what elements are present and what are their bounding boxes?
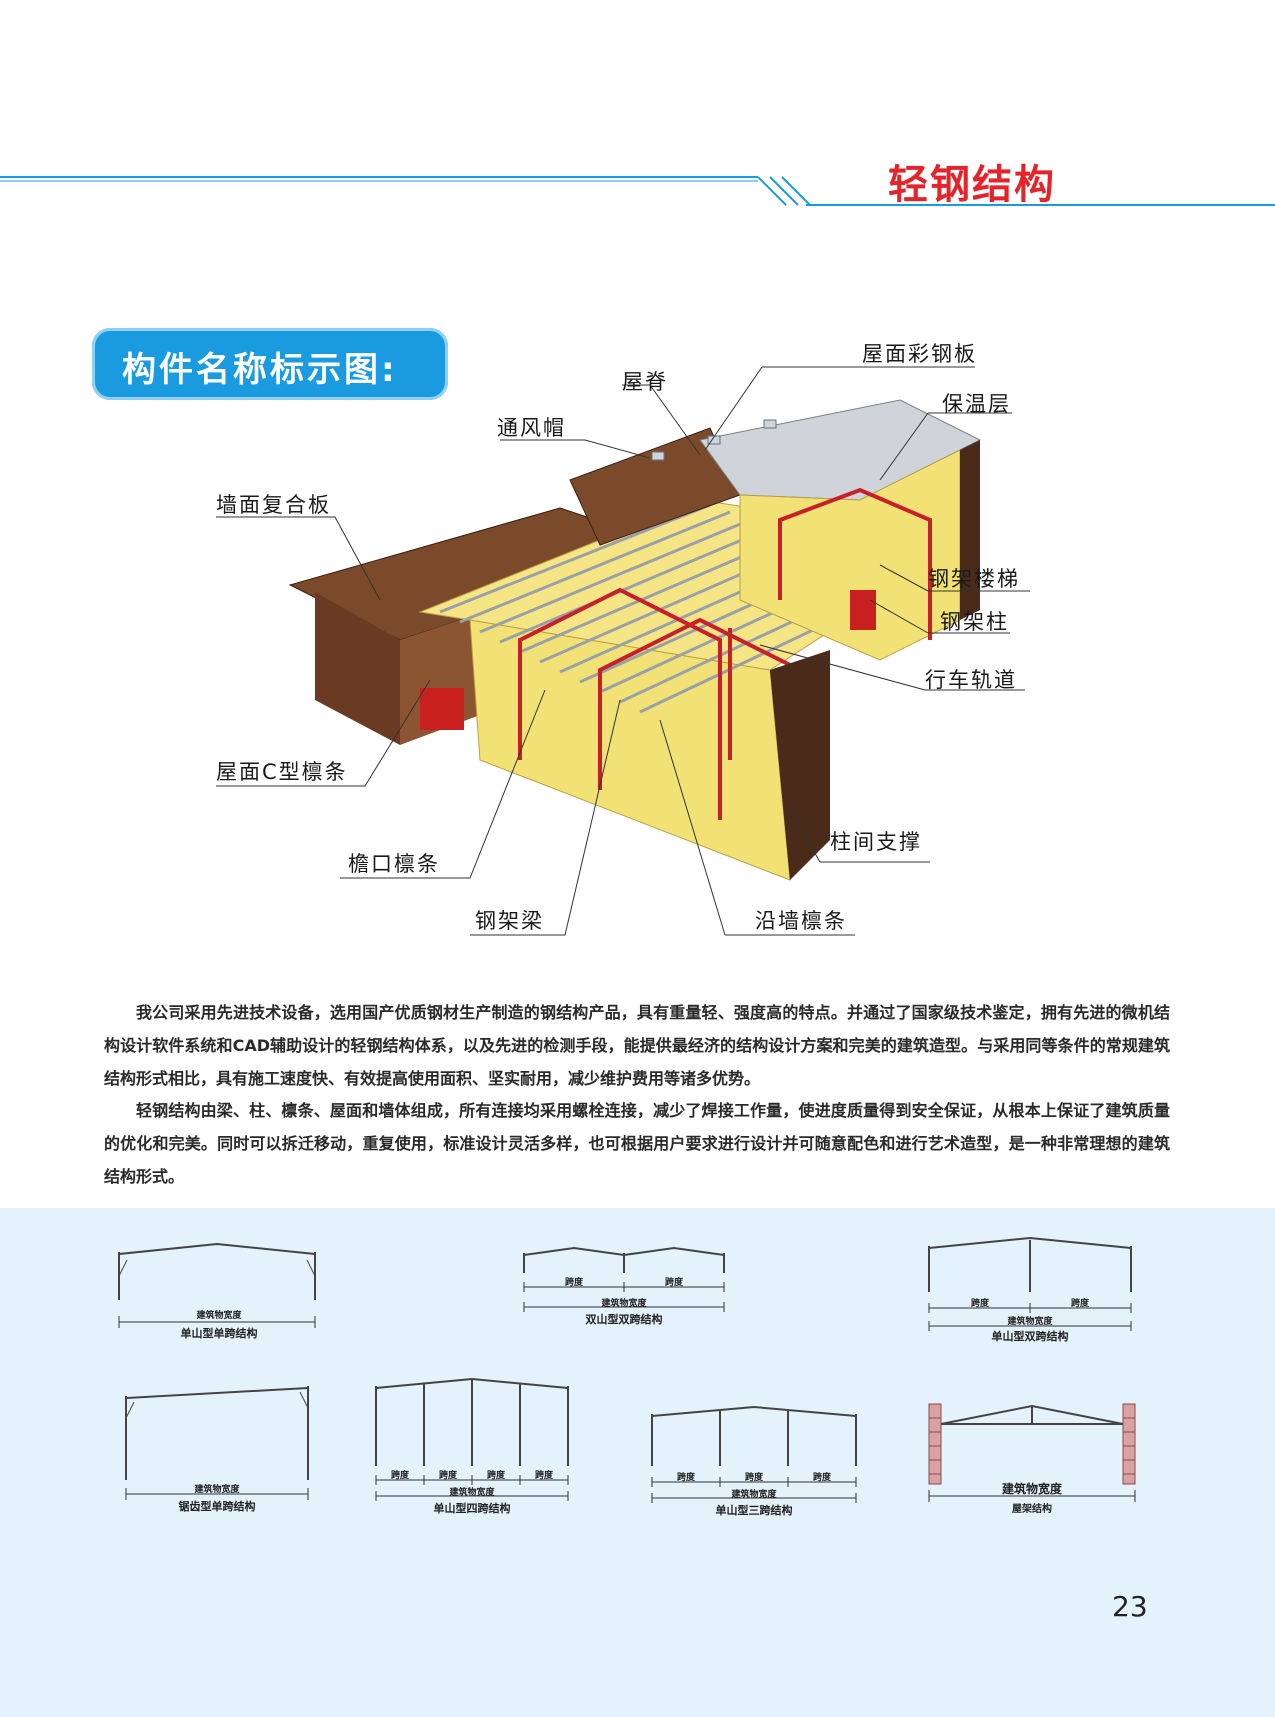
span-label: 跨度	[1070, 1299, 1090, 1309]
label-insulation: 保温层	[942, 392, 1011, 416]
page-title: 轻钢结构	[888, 162, 1056, 208]
label-column-bracing: 柱间支撑	[830, 830, 922, 854]
page-number: 23	[1112, 1590, 1148, 1623]
frame-caption: 单山型单跨结构	[180, 1327, 258, 1340]
span-label: 跨度	[664, 1278, 684, 1288]
building-cutaway-illustration	[216, 366, 1030, 936]
span-label: 跨度	[534, 1471, 554, 1481]
width-label: 建筑物宽度	[449, 1488, 495, 1498]
frame-single-gable-four-span: 跨度 跨度 跨度 跨度 建筑物宽度 单山型四跨结构	[372, 1376, 572, 1516]
label-eave-purlin: 檐口檩条	[348, 852, 440, 876]
span-label: 跨度	[744, 1473, 764, 1483]
frame-sawtooth-single-span: 建筑物宽度 锯齿型单跨结构	[120, 1382, 320, 1517]
label-steel-beam: 钢架梁	[475, 909, 544, 933]
frame-caption: 单山型四跨结构	[433, 1502, 511, 1515]
width-label: 建筑物宽度	[731, 1490, 777, 1500]
intro-paragraph-2: 轻钢结构由梁、柱、檩条、屋面和墙体组成，所有连接均采用螺栓连接，减少了焊接工作量…	[104, 1094, 1170, 1193]
section-banner-text: 构件名称标示图:	[122, 350, 398, 390]
width-label: 建筑物宽度	[601, 1299, 647, 1309]
frame-caption: 锯齿型单跨结构	[178, 1500, 256, 1513]
width-label: 建筑物宽度	[194, 1485, 240, 1495]
label-roof-color-steel-panel: 屋面彩钢板	[862, 342, 977, 366]
label-wall-purlin: 沿墙檩条	[755, 909, 847, 933]
span-label: 跨度	[970, 1299, 990, 1309]
frame-single-gable-three-span: 跨度 跨度 跨度 建筑物宽度 单山型三跨结构	[648, 1404, 868, 1519]
span-label: 跨度	[812, 1473, 832, 1483]
label-ridge: 屋脊	[622, 370, 668, 394]
frame-caption: 单山型双跨结构	[991, 1330, 1069, 1343]
label-ventilator: 通风帽	[497, 416, 566, 440]
span-label: 跨度	[486, 1471, 506, 1481]
frame-types-panel	[0, 1208, 1275, 1717]
frame-caption: 双山型双跨结构	[585, 1313, 663, 1326]
width-label: 建筑物宽度	[1007, 1317, 1053, 1327]
width-label: 建筑物宽度	[1001, 1482, 1063, 1496]
paragraph-2-text: 轻钢结构由梁、柱、檩条、屋面和墙体组成，所有连接均采用螺栓连接，减少了焊接工作量…	[104, 1101, 1170, 1186]
frame-single-gable-double-span: 跨度 跨度 建筑物宽度 单山型双跨结构	[925, 1234, 1135, 1344]
span-label: 跨度	[438, 1471, 458, 1481]
label-steel-stair: 钢架楼梯	[928, 567, 1020, 591]
frame-single-gable-single-span: 建筑物宽度 单山型单跨结构	[115, 1240, 325, 1340]
frame-caption: 屋架结构	[1012, 1504, 1052, 1515]
span-label: 跨度	[390, 1471, 410, 1481]
paragraph-1-text: 我公司采用先进技术设备，选用国产优质钢材生产制造的钢结构产品，具有重量轻、强度高…	[104, 1003, 1170, 1088]
intro-paragraph-1: 我公司采用先进技术设备，选用国产优质钢材生产制造的钢结构产品，具有重量轻、强度高…	[104, 996, 1170, 1095]
section-banner: 构件名称标示图:	[92, 328, 448, 400]
frame-double-gable-double-span: 跨度 跨度 建筑物宽度 双山型双跨结构	[520, 1245, 730, 1335]
header-rule	[0, 176, 1275, 206]
width-label: 建筑物宽度	[196, 1311, 242, 1321]
label-roof-c-purlin: 屋面C型檩条	[216, 760, 348, 784]
label-wall-composite-panel: 墙面复合板	[216, 493, 331, 517]
label-crane-rail: 行车轨道	[925, 668, 1017, 692]
span-label: 跨度	[676, 1473, 696, 1483]
frame-roof-truss: 建筑物宽度 屋架结构	[925, 1398, 1140, 1518]
span-label: 跨度	[564, 1278, 584, 1288]
label-steel-column: 钢架柱	[940, 610, 1009, 634]
frame-caption: 单山型三跨结构	[715, 1504, 793, 1517]
